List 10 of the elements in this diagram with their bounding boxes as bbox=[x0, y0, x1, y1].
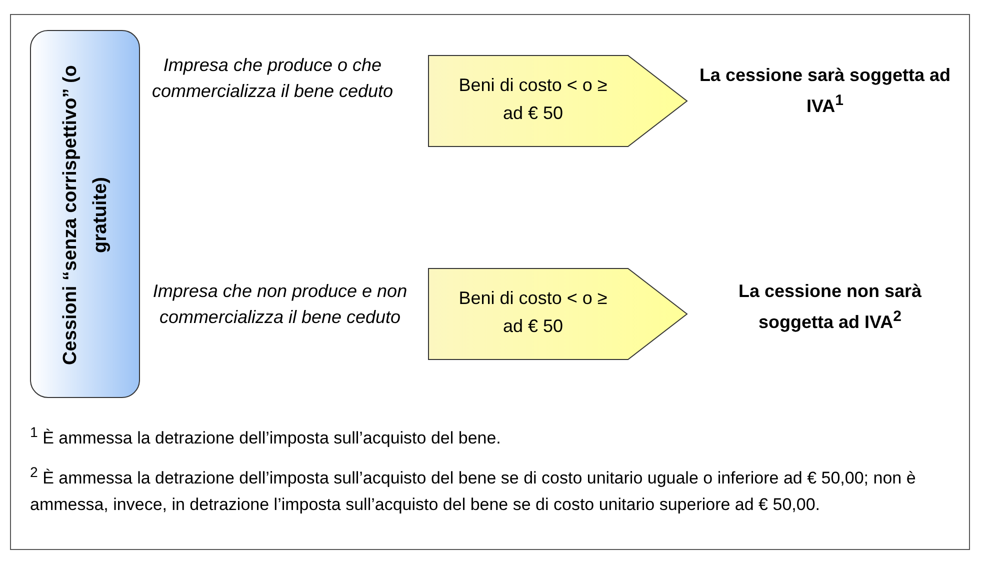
box-text: Beni di costo < o ≥ ad € 50 bbox=[458, 287, 608, 338]
rounded-box bbox=[30, 30, 140, 398]
box-text: Beni di costo < o ≥ ad € 50 bbox=[458, 74, 608, 125]
footnote: $^{1}$ È ammessa la detrazione dell’imposta sull’acquisto del bene. bbox=[30, 424, 502, 450]
result-text: La cessione non sarà soggetta ad IVA$^{2}$ bbox=[737, 280, 923, 334]
italic-caption: Impresa che produce o che commercializza il bene ceduto bbox=[150, 54, 394, 103]
footnote: $^{2}$ È ammessa la detrazione dell’imposta sull’acquisto del bene se di costo unitario uguale o inferiore ad € 50,00; non è ammessa, invece, in detrazione l’imposta sull’acquisto del bene se di costo unitario superiore ad € 50,00. bbox=[30, 464, 917, 516]
result-text: La cessione sarà soggetta ad IVA$^{1}$ bbox=[698, 64, 952, 118]
box-title: Cessioni “senza corrispettivo” (o gratuite) bbox=[59, 64, 112, 367]
italic-caption: Impresa che non produce e non commercializza il bene ceduto bbox=[152, 280, 408, 329]
